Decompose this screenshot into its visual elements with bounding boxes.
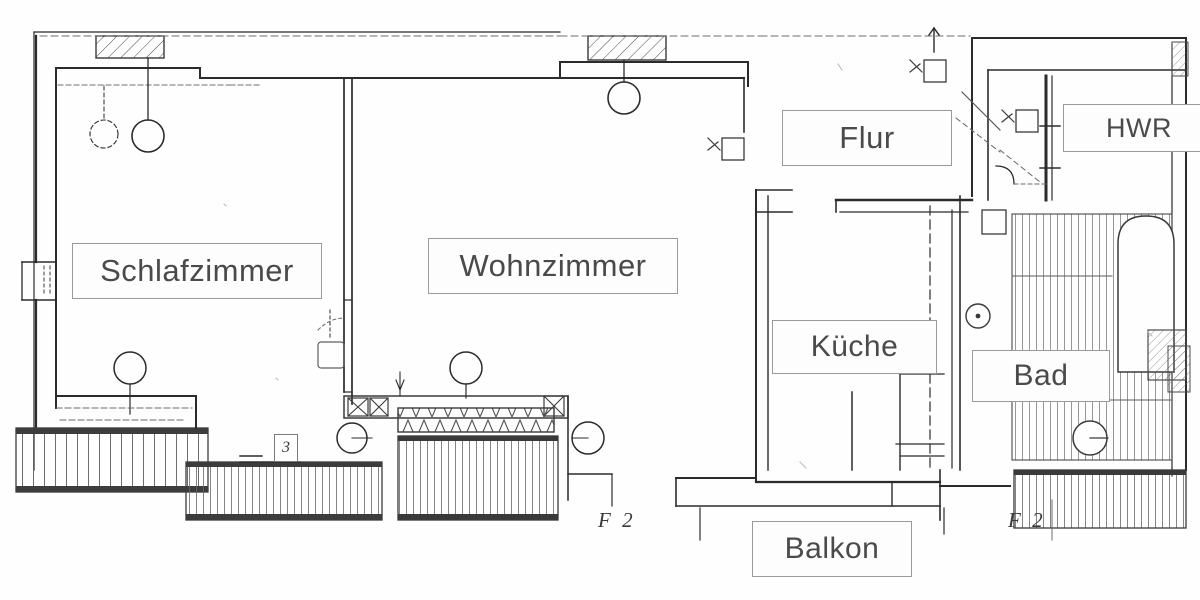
room-label-wohnzimmer: Wohnzimmer	[428, 238, 678, 294]
room-label-bad: Bad	[972, 350, 1110, 402]
wall-light-symbol-bedroom-lower	[113, 351, 147, 415]
balcony-deck-center	[343, 371, 613, 521]
annotation-detail-three: 3	[274, 434, 298, 462]
room-label-hwr: HWR	[1063, 104, 1200, 152]
room-label-text: Schlafzimmer	[100, 253, 294, 288]
north-arrow	[928, 26, 940, 53]
wall-light-symbols-balcony	[336, 351, 605, 455]
left-unit-outline	[21, 31, 749, 471]
room-label-text: Bad	[1013, 359, 1069, 392]
balcony-deck-right	[675, 469, 1187, 541]
partition-wall-center	[317, 77, 353, 405]
room-label-text: Küche	[810, 330, 899, 363]
room-label-text: Balkon	[784, 532, 880, 565]
annotation-f2-left: F 2	[598, 508, 636, 532]
room-label-kueche: Küche	[772, 320, 937, 374]
annotation-f2-right: F 2	[1008, 508, 1046, 532]
window-lintel-top-center	[559, 35, 761, 79]
balcony-deck-left	[15, 395, 383, 521]
outlet-symbols	[707, 59, 1039, 235]
room-label-schlafzimmer: Schlafzimmer	[72, 243, 322, 299]
room-label-flur: Flur	[782, 110, 952, 166]
wall-hatch-right-edge	[1167, 41, 1191, 393]
bathroom-fixtures	[951, 195, 1187, 471]
room-label-text: Flur	[839, 120, 895, 155]
room-label-balkon: Balkon	[752, 521, 912, 577]
ceiling-light-symbols-bedroom	[89, 57, 165, 153]
door-swing-arcs	[955, 91, 1047, 185]
window-lintel-top-left	[39, 35, 561, 86]
ceiling-light-symbol-livingroom	[607, 59, 641, 115]
room-label-text: Wohnzimmer	[459, 248, 647, 283]
room-label-text: HWR	[1106, 112, 1172, 143]
drawing-ink	[15, 26, 1191, 541]
